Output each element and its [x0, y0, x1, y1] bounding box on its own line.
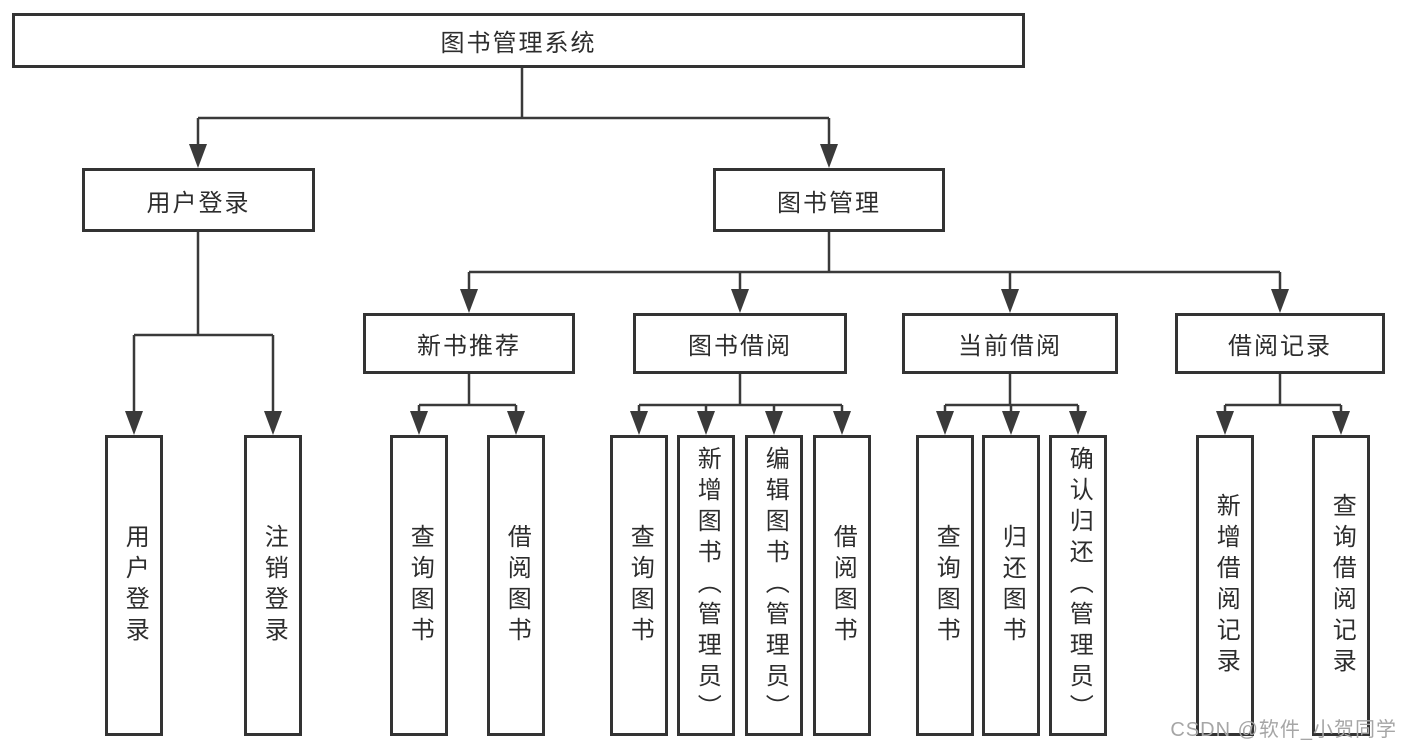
leaf-query-books-recommend: 查询图书 [390, 435, 448, 736]
connector-current-borrowing [936, 374, 1087, 435]
node-new-book-recommendation: 新书推荐 [363, 313, 575, 374]
leaf-user-login-label: 用户登录 [121, 523, 149, 648]
leaf-edit-book-admin-label: 编辑图书（管理员） [761, 446, 789, 725]
leaf-borrow-books-recommend: 借阅图书 [487, 435, 545, 736]
leaf-return-books: 归还图书 [982, 435, 1040, 736]
node-current-borrowing: 当前借阅 [902, 313, 1118, 374]
leaf-confirm-return-admin-label: 确认归还（管理员） [1065, 446, 1093, 725]
leaf-borrow-books-recommend-label: 借阅图书 [503, 523, 531, 648]
leaf-query-books-recommend-label: 查询图书 [406, 523, 434, 648]
connector-book-borrowing [630, 374, 851, 435]
leaf-add-book-admin-label: 新增图书（管理员） [693, 446, 721, 725]
connector-book-management [460, 232, 1289, 313]
connector-borrowing-records [1216, 374, 1350, 435]
leaf-return-books-label: 归还图书 [998, 523, 1026, 648]
node-book-borrowing: 图书借阅 [633, 313, 847, 374]
leaf-query-books-borrowing: 查询图书 [610, 435, 668, 736]
leaf-query-borrow-record: 查询借阅记录 [1312, 435, 1370, 736]
leaf-query-books-current-label: 查询图书 [932, 523, 960, 648]
leaf-edit-book-admin: 编辑图书（管理员） [745, 435, 803, 736]
leaf-borrow-books-label: 借阅图书 [829, 523, 857, 648]
connector-new-book-recommendation [410, 374, 525, 435]
leaf-query-borrow-record-label: 查询借阅记录 [1328, 492, 1356, 679]
leaf-borrow-books: 借阅图书 [813, 435, 871, 736]
leaf-logout: 注销登录 [244, 435, 302, 736]
connector-root [189, 67, 838, 168]
connector-user-login [125, 232, 282, 435]
csdn-watermark: CSDN @软件_小贺同学 [1170, 719, 1397, 741]
leaf-query-books-borrowing-label: 查询图书 [626, 523, 654, 648]
node-borrowing-records: 借阅记录 [1175, 313, 1385, 374]
leaf-confirm-return-admin: 确认归还（管理员） [1049, 435, 1107, 736]
leaf-add-borrow-record-label: 新增借阅记录 [1212, 492, 1240, 679]
node-user-login: 用户登录 [82, 168, 315, 232]
leaf-logout-label: 注销登录 [260, 523, 288, 648]
leaf-add-borrow-record: 新增借阅记录 [1196, 435, 1254, 736]
leaf-user-login: 用户登录 [105, 435, 163, 736]
node-library-management-system: 图书管理系统 [12, 13, 1025, 68]
leaf-add-book-admin: 新增图书（管理员） [677, 435, 735, 736]
leaf-query-books-current: 查询图书 [916, 435, 974, 736]
node-book-management: 图书管理 [713, 168, 945, 232]
